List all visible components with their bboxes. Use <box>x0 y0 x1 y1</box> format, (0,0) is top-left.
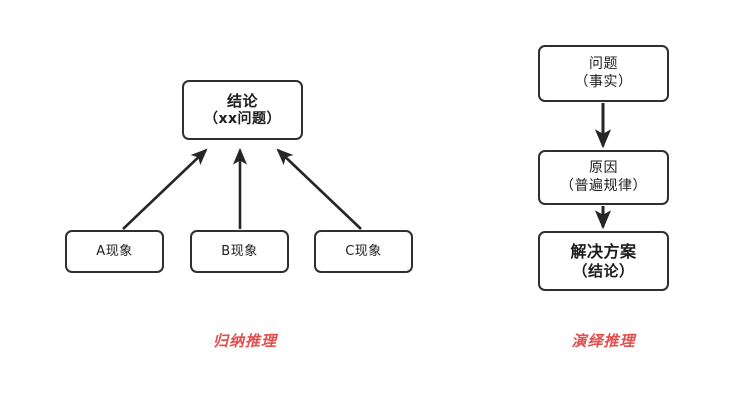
arrow-phenomenon-c-to-conclusion <box>276 148 362 230</box>
node-solution-line2: （结论） <box>572 261 635 280</box>
node-phenomenon-b: B现象 <box>190 230 289 273</box>
arrow-phenomenon-a-to-conclusion <box>122 148 208 230</box>
node-phenomenon-c-label: C现象 <box>345 243 382 259</box>
node-conclusion-line2: （xx问题） <box>203 110 282 127</box>
node-phenomenon-a-label: A现象 <box>96 243 133 259</box>
node-problem: 问题 （事实） <box>538 45 669 102</box>
node-cause-line2: （普遍规律） <box>560 177 647 194</box>
node-solution-line1: 解决方案 <box>570 242 637 262</box>
node-cause-line1: 原因 <box>589 160 618 177</box>
node-conclusion: 结论 （xx问题） <box>182 80 303 140</box>
node-problem-line1: 问题 <box>589 56 618 73</box>
caption-inductive-reasoning: 归纳推理 <box>212 332 277 350</box>
node-solution: 解决方案 （结论） <box>538 231 669 291</box>
node-conclusion-line1: 结论 <box>226 92 258 111</box>
node-phenomenon-a: A现象 <box>65 230 164 273</box>
node-phenomenon-b-label: B现象 <box>221 243 258 259</box>
node-cause: 原因 （普遍规律） <box>538 150 669 205</box>
caption-deductive-reasoning: 演绎推理 <box>571 332 636 350</box>
node-phenomenon-c: C现象 <box>314 230 413 273</box>
node-problem-line2: （事实） <box>574 73 633 90</box>
